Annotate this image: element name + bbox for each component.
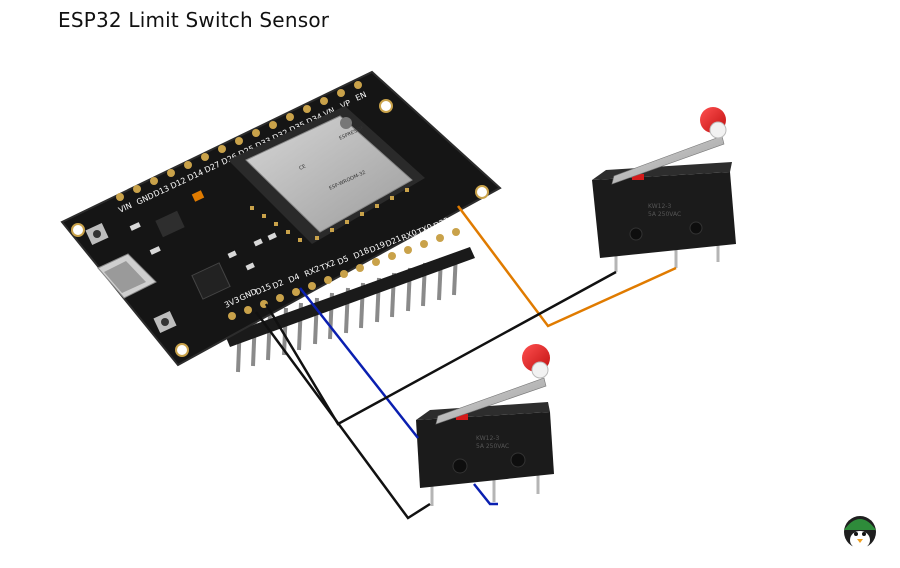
pin-label: EN xyxy=(354,90,368,103)
mascot-penguin-icon xyxy=(844,516,876,549)
page-title: ESP32 Limit Switch Sensor xyxy=(58,8,330,32)
esp-wroom-module: ESPRESSIF CE ESP-WROOM-32 xyxy=(228,106,425,244)
pin-label: D2 xyxy=(271,278,285,291)
usb-port xyxy=(97,253,157,299)
pin-label: D4 xyxy=(287,272,301,285)
wires xyxy=(254,205,677,520)
switch-2-model: KW12-3 xyxy=(476,435,499,442)
bottom-pin-pads xyxy=(228,228,460,320)
orange-wire xyxy=(457,205,677,328)
esp32-board: VIN GND D13 D12 D14 D27 D26 D25 D33 D32 … xyxy=(60,70,502,373)
blue-wire-tail xyxy=(473,483,498,506)
top-pin-pads xyxy=(116,81,362,201)
pin-label: D5 xyxy=(336,254,350,267)
limit-switch-2: KW12-3 5A 250VAC xyxy=(416,344,554,506)
switch-2-rating: 5A 250VAC xyxy=(476,443,509,450)
chip-ce-mark: CE xyxy=(298,164,307,172)
switch-1-model: KW12-3 xyxy=(648,203,671,210)
limit-switch-1: KW12-3 5A 250VAC xyxy=(592,107,736,272)
black-wire-switch2 xyxy=(254,311,431,520)
switch-1-rating: 5A 250VAC xyxy=(648,211,681,218)
blue-wire xyxy=(299,287,419,439)
